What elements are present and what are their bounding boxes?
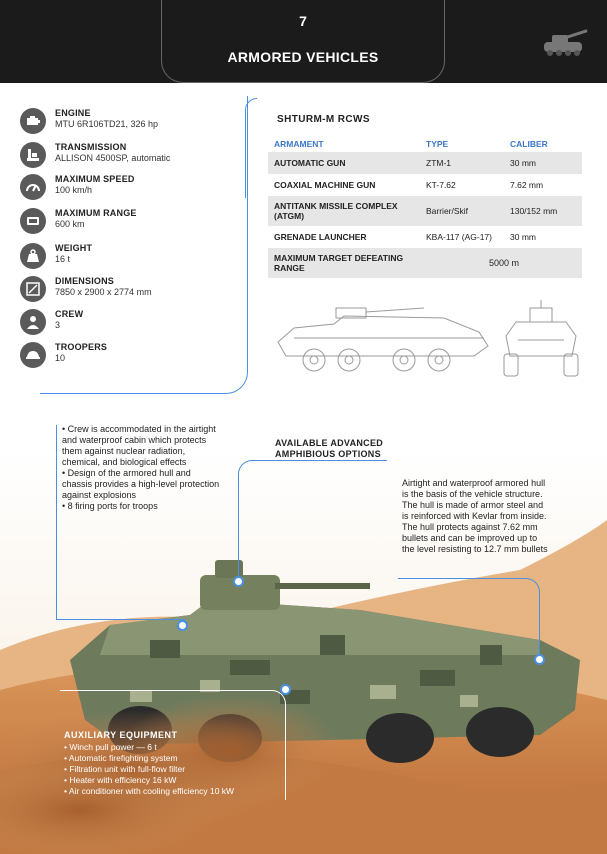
range-label: MAXIMUM TARGET DEFEATING RANGE (268, 248, 426, 278)
spec-value: 100 km/h (55, 185, 93, 195)
table-row-range: MAXIMUM TARGET DEFEATING RANGE 5000 m (268, 248, 582, 278)
note-item: • Design of the armored hull and chassis… (62, 468, 220, 500)
spec-value: 16 t (55, 254, 71, 264)
amphibious-title: AVAILABLE ADVANCED AMPHIBIOUS OPTIONS (275, 438, 384, 459)
spec-value: ALLISON 4500SP, automatic (55, 153, 171, 163)
dimensions-icon (20, 276, 46, 302)
spec-dimensions: DIMENSIONS 7850 x 2900 x 2774 mm (20, 276, 220, 306)
spec-value: MTU 6R106TD21, 326 hp (55, 119, 159, 129)
column-header-armament: ARMAMENT (274, 139, 324, 149)
rcws-frame (245, 98, 257, 198)
transmission-icon (20, 142, 46, 168)
fuel-range-icon (20, 208, 46, 234)
auxiliary-item: • Automatic firefighting system (64, 753, 178, 763)
page-header: 7 ARMORED VEHICLES (0, 0, 607, 83)
spec-value: 7850 x 2900 x 2774 mm (55, 287, 152, 297)
spec-troopers: TROOPERS 10 (20, 342, 220, 372)
armament-caliber: 130/152 mm (510, 196, 582, 226)
auxiliary-item: • Winch pull power — 6 t (64, 742, 157, 752)
crew-icon (20, 309, 46, 335)
range-value: 5000 m (426, 248, 582, 278)
armament-type: KBA-117 (AG-17) (426, 232, 492, 242)
spec-crew: CREW 3 (20, 309, 220, 339)
armament-type: KT-7.62 (426, 180, 456, 190)
armored-vehicle-icon (544, 29, 588, 56)
auxiliary-item: • Air conditioner with cooling efficienc… (64, 786, 235, 796)
table-row: AUTOMATIC GUN ZTM-1 30 mm (268, 152, 582, 174)
armament-caliber: 30 mm (510, 232, 536, 242)
auxiliary-title: AUXILIARY EQUIPMENT (64, 730, 178, 740)
spec-label: ENGINE (55, 108, 91, 118)
rcws-title: SHTURM-M RCWS (277, 114, 370, 125)
speedometer-icon (20, 174, 46, 200)
specs-panel (40, 96, 248, 394)
auxiliary-item: • Filtration unit with full-flow filter (64, 764, 186, 774)
engine-icon (20, 108, 46, 134)
spec-value: 3 (55, 320, 61, 330)
spec-transmission: TRANSMISSION ALLISON 4500SP, automatic (20, 142, 220, 172)
armament-caliber: 7.62 mm (510, 180, 544, 190)
armament-name: GRENADE LAUNCHER (274, 232, 367, 242)
note-item: • Crew is accommodated in the airtight a… (62, 424, 216, 467)
spec-value: 10 (55, 353, 66, 363)
notes-frame (56, 425, 186, 620)
spec-label: TROOPERS (55, 342, 108, 352)
vehicle-side-drawing (277, 307, 489, 372)
spec-max-range: MAXIMUM RANGE 600 km (20, 208, 220, 238)
spec-label: MAXIMUM SPEED (55, 174, 135, 184)
spec-label: WEIGHT (55, 243, 93, 253)
armament-type: Barrier/Skif (426, 196, 510, 226)
amphibious-underline (275, 460, 387, 461)
armament-name: COAXIAL MACHINE GUN (274, 180, 376, 190)
page-number: 7 (299, 13, 307, 29)
table-header-row: ARMAMENT TYPE CALIBER (268, 136, 582, 152)
callout-dot-auxiliary (280, 684, 291, 695)
spec-weight: WEIGHT 16 t (20, 243, 220, 273)
armament-type: ZTM-1 (426, 152, 510, 174)
spec-label: TRANSMISSION (55, 142, 127, 152)
crew-protection-notes: • Crew is accommodated in the airtight a… (62, 424, 222, 512)
spec-engine: ENGINE MTU 6R106TD21, 326 hp (20, 108, 220, 138)
callout-dot-amphibious (233, 576, 244, 587)
weight-icon (20, 243, 46, 269)
armament-name: ANTITANK MISSILE COMPLEX (ATGM) (268, 196, 426, 226)
auxiliary-equipment: AUXILIARY EQUIPMENT • Winch pull power —… (64, 730, 294, 797)
auxiliary-frame (60, 690, 286, 800)
spec-label: DIMENSIONS (55, 276, 115, 286)
table-row: ANTITANK MISSILE COMPLEX (ATGM) Barrier/… (268, 196, 582, 226)
armament-caliber: 30 mm (510, 152, 582, 174)
hull-frame (398, 578, 540, 660)
troopers-icon (20, 342, 46, 368)
armament-name: AUTOMATIC GUN (268, 152, 426, 174)
spec-max-speed: MAXIMUM SPEED 100 km/h (20, 174, 220, 204)
callout-dot-hull (534, 654, 545, 665)
spec-label: CREW (55, 309, 84, 319)
note-item: • 8 firing ports for troops (62, 501, 158, 511)
vehicle-front-drawing (503, 300, 579, 377)
spec-label: MAXIMUM RANGE (55, 208, 137, 218)
spec-value: 600 km (55, 219, 85, 229)
hull-description: Airtight and waterproof armored hull is … (402, 478, 548, 554)
header-tab: 7 ARMORED VEHICLES (161, 0, 445, 83)
table-row: COAXIAL MACHINE GUN KT-7.62 7.62 mm (268, 174, 582, 196)
auxiliary-item: • Heater with efficiency 16 kW (64, 775, 177, 785)
page-title: ARMORED VEHICLES (227, 49, 379, 65)
armament-table: ARMAMENT TYPE CALIBER AUTOMATIC GUN ZTM-… (268, 136, 582, 278)
amphibious-frame (238, 460, 276, 580)
column-header-caliber: CALIBER (510, 139, 548, 149)
table-row: GRENADE LAUNCHER KBA-117 (AG-17) 30 mm (268, 226, 582, 248)
column-header-type: TYPE (426, 139, 449, 149)
callout-dot-crew (177, 620, 188, 631)
